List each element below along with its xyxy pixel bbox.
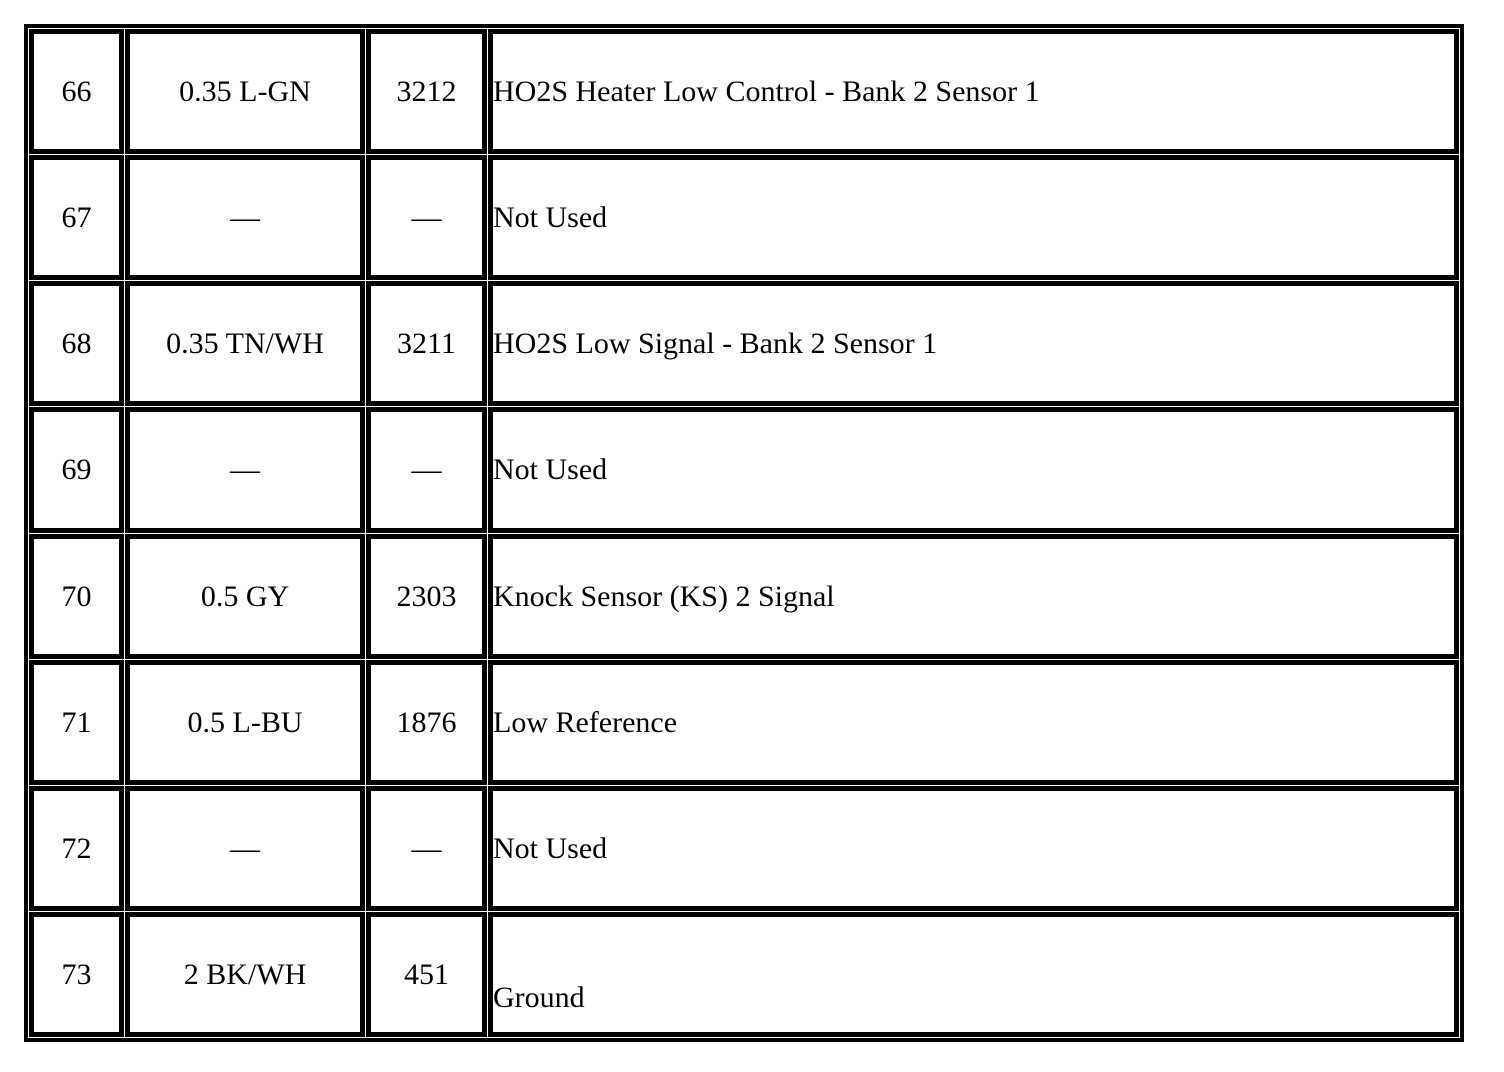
- table-row: 72 — — Not Used: [29, 785, 1459, 911]
- table-row: 66 0.35 L-GN 3212 HO2S Heater Low Contro…: [29, 29, 1459, 155]
- table-row: 69 — — Not Used: [29, 407, 1459, 533]
- cell-pin-number: 73: [29, 911, 124, 1037]
- cell-circuit-number: 3211: [366, 281, 487, 407]
- table-row: 70 0.5 GY 2303 Knock Sensor (KS) 2 Signa…: [29, 533, 1459, 659]
- cell-pin-number: 68: [29, 281, 124, 407]
- cell-description: Knock Sensor (KS) 2 Signal: [488, 533, 1459, 659]
- cell-pin-number: 71: [29, 659, 124, 785]
- cell-pin-number: 72: [29, 785, 124, 911]
- cell-circuit-number: 1876: [366, 659, 487, 785]
- pin-assignment-table: 66 0.35 L-GN 3212 HO2S Heater Low Contro…: [28, 28, 1460, 1038]
- cell-wire-color: 0.5 GY: [125, 533, 365, 659]
- cell-wire-color: —: [125, 785, 365, 911]
- cell-circuit-number: —: [366, 407, 487, 533]
- cell-circuit-number: —: [366, 155, 487, 281]
- cell-circuit-number: 451: [366, 911, 487, 1037]
- cell-wire-color: 0.35 TN/WH: [125, 281, 365, 407]
- cell-wire-color: 2 BK/WH: [125, 911, 365, 1037]
- table-body: 66 0.35 L-GN 3212 HO2S Heater Low Contro…: [29, 29, 1459, 1037]
- cell-description: Low Reference: [488, 659, 1459, 785]
- table-row: 73 2 BK/WH 451 Ground: [29, 911, 1459, 1037]
- cell-wire-color: 0.35 L-GN: [125, 29, 365, 155]
- cell-description: Not Used: [488, 155, 1459, 281]
- cell-description: HO2S Low Signal - Bank 2 Sensor 1: [488, 281, 1459, 407]
- cell-circuit-number: 3212: [366, 29, 487, 155]
- cell-circuit-number: —: [366, 785, 487, 911]
- cell-pin-number: 67: [29, 155, 124, 281]
- table-row: 67 — — Not Used: [29, 155, 1459, 281]
- cell-wire-color: —: [125, 407, 365, 533]
- cell-pin-number: 69: [29, 407, 124, 533]
- table-row: 68 0.35 TN/WH 3211 HO2S Low Signal - Ban…: [29, 281, 1459, 407]
- table-row: 71 0.5 L-BU 1876 Low Reference: [29, 659, 1459, 785]
- cell-description: Not Used: [488, 785, 1459, 911]
- pin-assignment-table-frame: 66 0.35 L-GN 3212 HO2S Heater Low Contro…: [24, 24, 1464, 1042]
- cell-wire-color: —: [125, 155, 365, 281]
- cell-pin-number: 70: [29, 533, 124, 659]
- cell-wire-color: 0.5 L-BU: [125, 659, 365, 785]
- cell-pin-number: 66: [29, 29, 124, 155]
- cell-description: Ground: [488, 911, 1459, 1037]
- cell-description: Not Used: [488, 407, 1459, 533]
- cell-description: HO2S Heater Low Control - Bank 2 Sensor …: [488, 29, 1459, 155]
- cell-circuit-number: 2303: [366, 533, 487, 659]
